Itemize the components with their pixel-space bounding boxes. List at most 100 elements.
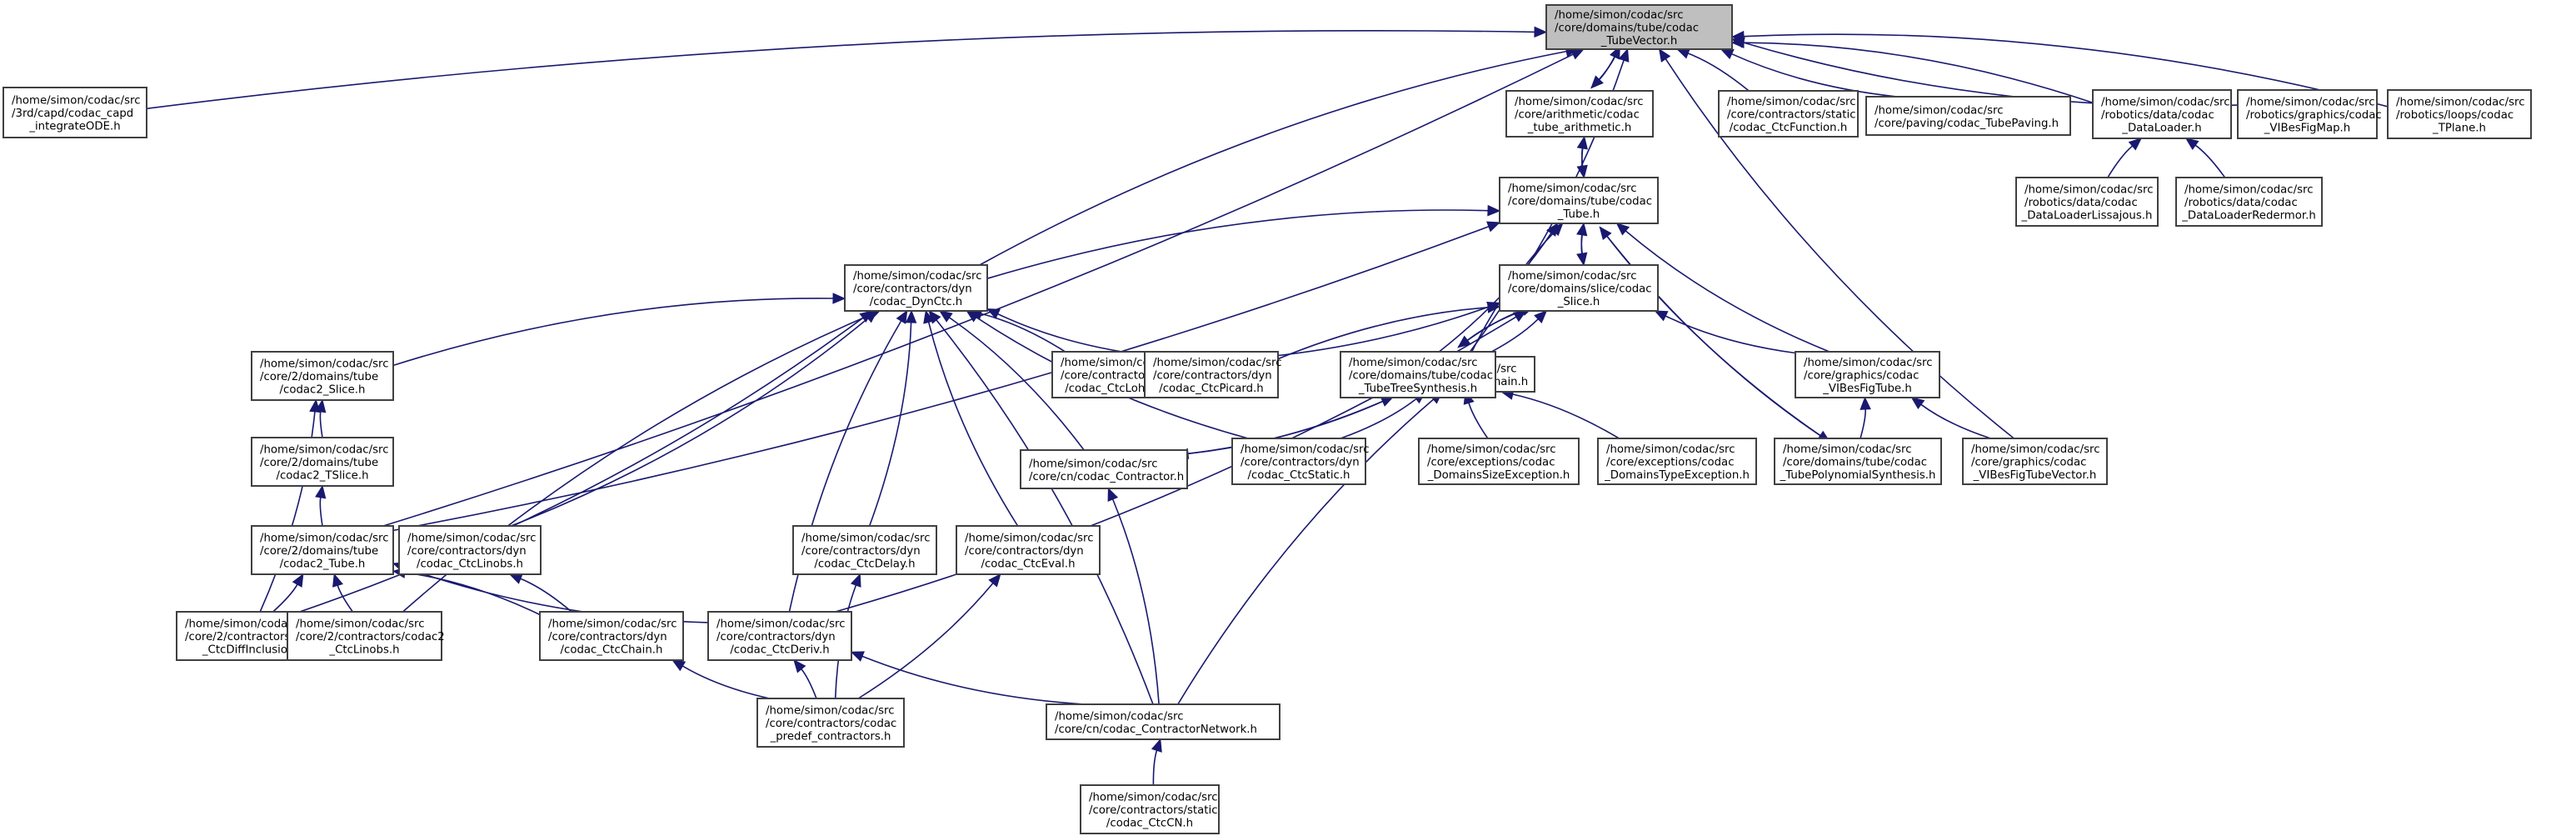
graph-node-ctcpicard[interactable]: /home/simon/codac/src/core/contractors/d… [1144, 351, 1282, 398]
edge-c2ctclinobs-to-c2tube [332, 573, 353, 613]
arrowhead-icon [671, 659, 686, 672]
edge-line [299, 317, 864, 613]
node-label-line: /core/domains/tube/codac [1508, 196, 1652, 208]
arrowhead-icon [966, 310, 981, 323]
arrowhead-icon [793, 659, 806, 673]
node-label-line: _CtcDiffInclusion.h [202, 644, 305, 657]
edge-line [868, 322, 912, 527]
graph-node-slice[interactable]: /home/simon/codac/src/core/domains/slice… [1499, 264, 1659, 312]
edge-line [949, 317, 1085, 451]
arrowhead-icon [1486, 221, 1501, 233]
node-label-line: /home/simon/codac/src [2396, 97, 2525, 109]
graph-node-contractornetwork[interactable]: /home/simon/codac/src/core/cn/codac_Cont… [1046, 703, 1281, 740]
node-box [956, 525, 1101, 575]
node-label-line: /codac_CtcEval.h [981, 558, 1075, 571]
edge-line [1580, 136, 1585, 167]
graph-node-ctclinobs[interactable]: /home/simon/codac/src/core/contractors/d… [398, 525, 542, 575]
node-label-line: /home/simon/codac/src [1153, 357, 1282, 369]
graph-node-tube[interactable]: /home/simon/codac/src/core/domains/tube/… [1499, 177, 1659, 224]
graph-node-ctccn[interactable]: /home/simon/codac/src/core/contractors/s… [1080, 784, 1220, 834]
graph-node-predef_contractors[interactable]: /home/simon/codac/src/core/contractors/c… [756, 698, 905, 748]
node-label-line: /home/simon/codac/src [407, 533, 537, 545]
arrowhead-icon [850, 651, 865, 662]
edge-contractornetwork-to-ctcderiv [850, 651, 1086, 705]
edge-line [2194, 144, 2226, 178]
arrowhead-icon [508, 573, 523, 584]
graph-node-contractor[interactable]: /home/simon/codac/src/core/cn/codac_Cont… [1020, 449, 1188, 489]
edge-line [2107, 145, 2134, 178]
node-label-line: /core/2/domains/tube [260, 457, 378, 469]
graph-node-tube_arithmetic[interactable]: /home/simon/codac/src/core/arithmetic/co… [1505, 90, 1654, 138]
arrowhead-icon [1151, 738, 1162, 753]
node-label-line: /home/simon/codac/src [2184, 184, 2314, 197]
graph-node-ctcchain[interactable]: /home/simon/codac/src/core/contractors/d… [539, 611, 684, 661]
node-box [1020, 449, 1188, 489]
graph-node-c2tube[interactable]: /home/simon/codac/src/core/2/domains/tub… [251, 525, 394, 575]
graph-node-vibesfigtube[interactable]: /home/simon/codac/src/core/graphics/coda… [1795, 351, 1940, 398]
graph-node-dataloader[interactable]: /home/simon/codac/src/robotics/data/coda… [2092, 89, 2232, 139]
edge-line [520, 578, 572, 613]
graph-node-tubevector[interactable]: /home/simon/codac/src/core/domains/tube/… [1545, 4, 1733, 50]
graph-node-dynctc[interactable]: /home/simon/codac/src/core/contractors/d… [844, 264, 988, 312]
graph-node-tubepolynomialsynthesis[interactable]: /home/simon/codac/src/core/domains/tube/… [1774, 438, 1942, 485]
node-label-line: _DataLoaderRedermor.h [2181, 210, 2316, 223]
edge-contractornetwork-to-dynctc [928, 310, 1154, 705]
edge-line [979, 50, 1567, 266]
graph-node-ctcderiv[interactable]: /home/simon/codac/src/core/contractors/d… [707, 611, 852, 661]
graph-node-tubetreesynthesis[interactable]: /home/simon/codac/src/core/domains/tube/… [1340, 351, 1496, 398]
arrowhead-icon [1720, 48, 1735, 60]
node-label-line: /codac2_Slice.h [280, 384, 366, 397]
node-label-line: _tube_arithmetic.h [1527, 122, 1632, 134]
graph-node-ctcstatic[interactable]: /home/simon/codac/src/core/contractors/d… [1231, 438, 1370, 485]
graph-node-c2ctclinobs[interactable]: /home/simon/codac/src/core/2/contractors… [287, 611, 445, 661]
edge-c2ctcdiffinclusion-to-c2tube [272, 573, 304, 613]
arrowhead-icon [986, 308, 1001, 319]
graph-node-tubepaving[interactable]: /home/simon/codac/src/core/paving/codac_… [1865, 96, 2071, 136]
graph-node-dataloaderredermor[interactable]: /home/simon/codac/src/robotics/data/coda… [2175, 177, 2323, 227]
graph-node-c2slice[interactable]: /home/simon/codac/src/core/2/domains/tub… [251, 351, 394, 401]
graph-node-domainssizeexception[interactable]: /home/simon/codac/src/core/exceptions/co… [1418, 438, 1580, 485]
arrowhead-icon [938, 310, 953, 323]
arrowhead-icon [832, 293, 846, 304]
edge-integrateode-to-tubevector [146, 26, 1548, 110]
arrowhead-icon [292, 573, 304, 588]
node-label-line: /home/simon/codac/src [260, 444, 389, 457]
arrowhead-icon [1545, 222, 1559, 237]
graph-node-vibesfigtubevector[interactable]: /home/simon/codac/src/core/graphics/coda… [1962, 438, 2108, 485]
edge-line [1860, 408, 1866, 439]
node-label-line: _TubeTreeSynthesis.h [1358, 383, 1477, 395]
node-label-line: /codac2_TSlice.h [276, 470, 368, 483]
node-label-line: _Slice.h [1557, 296, 1600, 308]
graph-node-tplane[interactable]: /home/simon/codac/src/robotics/loops/cod… [2387, 89, 2532, 139]
arrowhead-icon [1534, 310, 1548, 323]
graph-node-ctcdelay[interactable]: /home/simon/codac/src/core/contractors/d… [792, 525, 937, 575]
node-label-line: /home/simon/codac/src [260, 358, 389, 371]
arrowhead-icon [1107, 487, 1119, 502]
node-box [1597, 438, 1757, 485]
graph-node-integrateode[interactable]: /home/simon/codac/src/3rd/capd/codac_cap… [2, 87, 147, 138]
graph-node-vibesfigmap[interactable]: /home/simon/codac/src/robotics/graphics/… [2237, 89, 2382, 139]
edge-vibesfigtubevector-to-tubevector [1659, 48, 2014, 439]
graph-node-dataloaderlissajous[interactable]: /home/simon/codac/src/robotics/data/coda… [2015, 177, 2159, 227]
node-label-line: /core/contractors/dyn [716, 631, 836, 643]
graph-node-domainstypeexception[interactable]: /home/simon/codac/src/core/exceptions/co… [1597, 438, 1757, 485]
graph-node-ctcfunction[interactable]: /home/simon/codac/src/core/contractors/s… [1718, 90, 1859, 138]
arrowhead-icon [1675, 48, 1691, 59]
node-label-line: _TubeVector.h [1600, 35, 1678, 48]
node-label-line: /home/simon/codac/src [1508, 270, 1637, 283]
edge-tplane-to-tubevector [1730, 30, 2389, 108]
edge-line [1743, 42, 2094, 103]
node-label-line: _DomainsTypeException.h [1604, 469, 1750, 482]
arrowhead-icon [928, 310, 941, 324]
node-label-line: /core/domains/tube/codac [1783, 457, 1927, 469]
arrowhead-icon [309, 398, 321, 413]
node-label-line: /core/2/domains/tube [260, 371, 378, 383]
node-label-line: /robotics/data/codac [2101, 109, 2214, 122]
arrowhead-icon [315, 484, 327, 499]
edge-line [511, 318, 869, 527]
graph-node-ctceval[interactable]: /home/simon/codac/src/core/contractors/d… [956, 525, 1101, 575]
graph-node-c2tslice[interactable]: /home/simon/codac/src/core/2/domains/tub… [251, 437, 394, 487]
edge-ctcpicard-to-slice [1277, 302, 1501, 360]
node-label-line: _integrateODE.h [28, 121, 120, 133]
